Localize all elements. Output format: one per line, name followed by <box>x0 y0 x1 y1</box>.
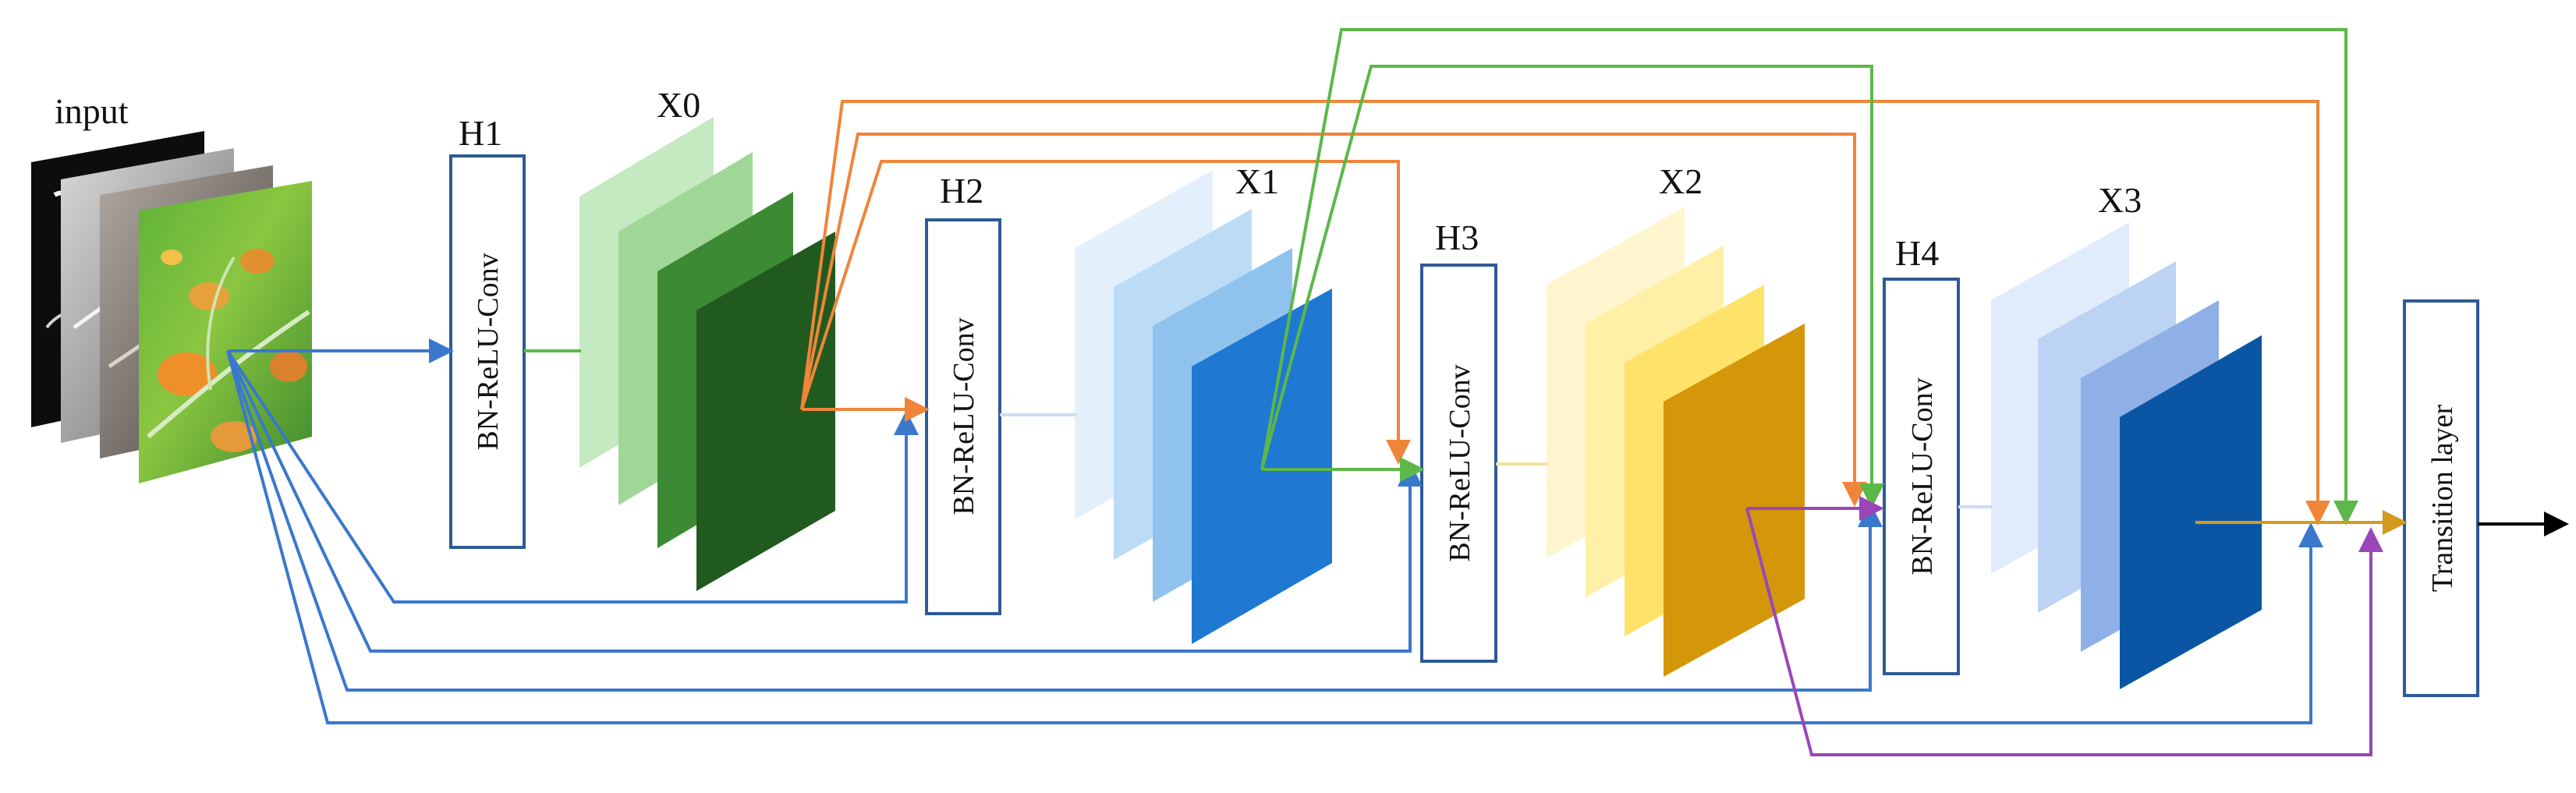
input-to-transition-arrow <box>226 350 2323 724</box>
x2-to-transition-arrow <box>1745 508 2383 756</box>
x1-to-h4-arrow <box>1260 65 1884 508</box>
label-x1: X1 <box>1235 161 1279 201</box>
conv-box-h2 <box>925 218 1001 615</box>
label-h4: H4 <box>1895 233 1939 273</box>
label-h3: H3 <box>1435 218 1479 257</box>
conv-box-h2-label: BN-ReLU-Conv <box>948 317 980 515</box>
x1-skip-connections <box>1260 28 2358 526</box>
x2-skip-connections <box>1745 496 2383 756</box>
label-x0: X0 <box>657 85 700 125</box>
input-skip-connections <box>226 338 2323 724</box>
conv-block-h1: BN-ReLU-Conv <box>449 154 526 549</box>
feature-maps-x0 <box>579 117 835 591</box>
input-label: input <box>55 91 129 131</box>
conv-box-h3-label: BN-ReLU-Conv <box>1444 364 1476 561</box>
input-to-h3-arrow <box>226 350 1423 653</box>
conv-block-h2: BN-ReLU-Conv <box>925 218 1001 615</box>
feature-maps-x3 <box>1991 222 2262 689</box>
conv-block-h3: BN-ReLU-Conv <box>1420 264 1497 663</box>
transition-layer-block: Transition layer <box>2403 299 2479 697</box>
label-x2: X2 <box>1659 161 1703 201</box>
input-leaf-vein <box>147 310 310 439</box>
x0-skip-connections <box>800 100 2330 526</box>
x0-to-h4-arrow <box>800 133 1867 507</box>
transition-layer-label: Transition layer <box>2426 405 2459 593</box>
input-to-h2-arrow <box>226 349 919 604</box>
input-to-h4-arrow <box>226 350 1883 692</box>
x3-map-4 <box>2120 335 2262 689</box>
label-h1: H1 <box>459 113 502 153</box>
conv-box-h1 <box>449 154 526 549</box>
label-h2: H2 <box>940 171 983 211</box>
x1-to-transition-arrow <box>1260 28 2358 526</box>
conv-block-h4: BN-ReLU-Conv <box>1883 278 1960 675</box>
feature-maps-x1 <box>1075 170 1332 644</box>
x0-to-h3-arrow <box>800 160 1411 465</box>
conv-box-h4-label: BN-ReLU-Conv <box>1906 377 1939 575</box>
transition-layer-box <box>2403 299 2479 697</box>
label-x3: X3 <box>2098 180 2142 220</box>
conv-box-h1-label: BN-ReLU-Conv <box>472 253 505 450</box>
input-image-stack <box>31 131 312 483</box>
x0-to-transition-arrow <box>800 100 2330 526</box>
conv-box-h4 <box>1883 278 1960 675</box>
feature-maps-x2 <box>1547 207 1805 677</box>
x0-map-4 <box>696 232 835 591</box>
